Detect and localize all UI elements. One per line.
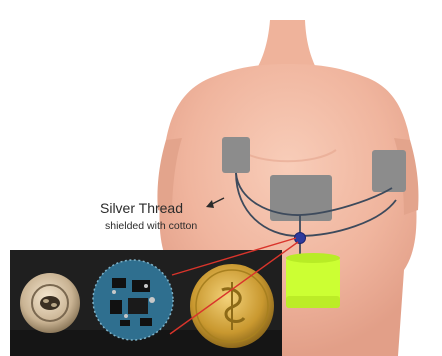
circuit-board-icon — [93, 260, 173, 340]
battery-shadow — [286, 296, 340, 308]
battery-top — [286, 253, 340, 263]
annotation-subtitle: shielded with cotton — [105, 220, 197, 232]
coin-icon — [190, 264, 274, 348]
photo-inset — [10, 250, 282, 356]
left-electrode-pad — [222, 137, 250, 173]
connector-node — [295, 233, 306, 244]
annotation-title: Silver Thread — [100, 200, 183, 216]
right-electrode-pad — [372, 150, 406, 192]
snap-button-icon — [20, 273, 80, 333]
battery-module — [286, 253, 340, 308]
